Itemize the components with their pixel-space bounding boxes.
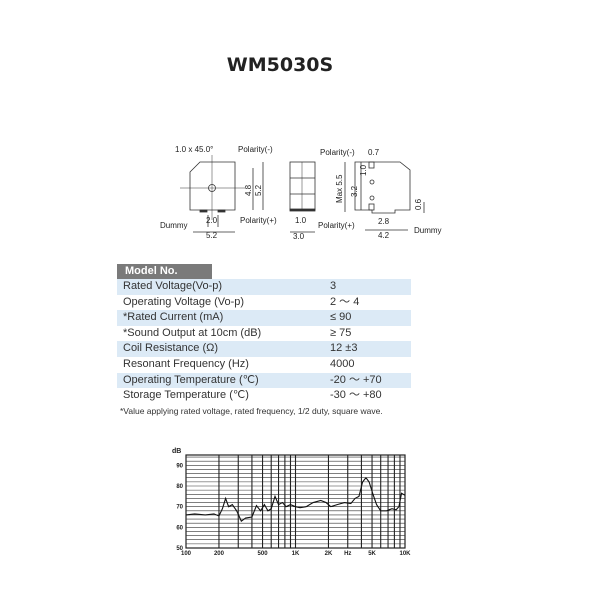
x-tick-label: Hz [344,551,351,557]
x-tick-label: 5K [368,551,376,557]
spec-label: Storage Temperature (℃) [123,389,249,402]
spec-row: Operating Temperature (℃) -20 ～ +70 [117,372,411,389]
response-curve [185,476,406,522]
spec-row: *Sound Output at 10cm (dB) ≥ 75 [117,326,411,342]
spec-value: 2 ～ 4 [330,295,360,308]
spec-value: 3 [330,280,337,292]
spec-row: Coil Resistance (Ω) 12 ±3 [117,341,411,357]
dim-label: 3.0 [293,232,305,241]
spec-label: *Sound Output at 10cm (dB) [123,326,262,339]
spec-label: Rated Voltage(Vo-p) [123,280,223,292]
spec-value: -30 ～ +80 [330,389,382,402]
front-view-outline [189,161,236,211]
spec-label: *Rated Current (mA) [123,311,224,324]
mechanical-drawing: 1.0 x 45.0° Polarity(-) 4.8 5.2 Dummy 2.… [160,145,442,241]
spec-value: -20 ～ +70 [330,373,382,386]
dim-label: Polarity(-) [238,145,273,154]
footnote: *Value applying rated voltage, rated fre… [120,406,383,416]
spec-row: *Rated Current (mA) ≤ 90 [117,310,411,326]
dim-label: Max 5.5 [335,174,344,203]
side-view-outline [289,161,316,211]
x-tick-label: 10K [399,551,411,557]
page-title: WM5030S [226,54,334,76]
spec-row: Resonant Frequency (Hz) 4000 [117,357,411,373]
y-axis-label: dB [172,448,181,455]
x-tick-label: 1K [292,551,300,557]
x-tick-label: 2K [325,551,333,557]
x-tick-label: 500 [258,551,269,557]
dim-label: 4.8 [244,184,253,196]
dim-label: 2.8 [378,217,390,226]
spec-value: 4000 [330,357,355,370]
spec-row: Rated Voltage(Vo-p) 3 [117,279,411,295]
spec-row: Storage Temperature (℃) -30 ～ +80 [117,388,411,404]
spec-table-header: Model No. [117,264,212,279]
dim-label: 1.0 [359,164,368,176]
spec-value: ≤ 90 [330,311,352,324]
y-tick-label: 50 [176,546,183,552]
dim-label: 0.7 [368,148,380,157]
dim-label: Dummy [414,226,442,235]
dim-label: Polarity(+) [318,221,355,230]
dim-label: 3.2 [350,185,359,197]
y-tick-label: 60 [176,525,183,531]
spec-value: 12 ±3 [330,342,358,355]
spec-label: Operating Temperature (℃) [123,373,259,386]
x-tick-label: 100 [181,551,192,557]
bottom-view-outline [354,161,411,214]
spec-value: ≥ 75 [330,326,352,339]
spec-label: Resonant Frequency (Hz) [123,357,249,370]
dim-label: 0.6 [414,198,423,210]
frequency-response-chart: 50 60 70 80 90 100 200 500 1K 2K Hz 5K 10K dB [172,448,411,557]
dim-label: 2.0 [206,216,218,225]
dim-label: 5.2 [254,184,263,196]
dim-label: 5.2 [206,231,218,240]
dim-label: Polarity(-) [320,148,355,157]
spec-label: Coil Resistance (Ω) [123,342,219,355]
dim-label: Dummy [160,221,188,230]
dim-label: Polarity(+) [240,216,277,225]
y-tick-label: 90 [176,463,183,469]
y-tick-label: 70 [176,505,183,511]
y-tick-label: 80 [176,484,183,490]
dim-label: 1.0 [295,216,307,225]
spec-label: Operating Voltage (Vo-p) [123,295,245,308]
spec-row: Operating Voltage (Vo-p) 2 ～ 4 [117,295,411,311]
dim-label: 1.0 x 45.0° [175,145,213,154]
x-tick-label: 200 [214,551,225,557]
dim-label: 4.2 [378,231,390,240]
